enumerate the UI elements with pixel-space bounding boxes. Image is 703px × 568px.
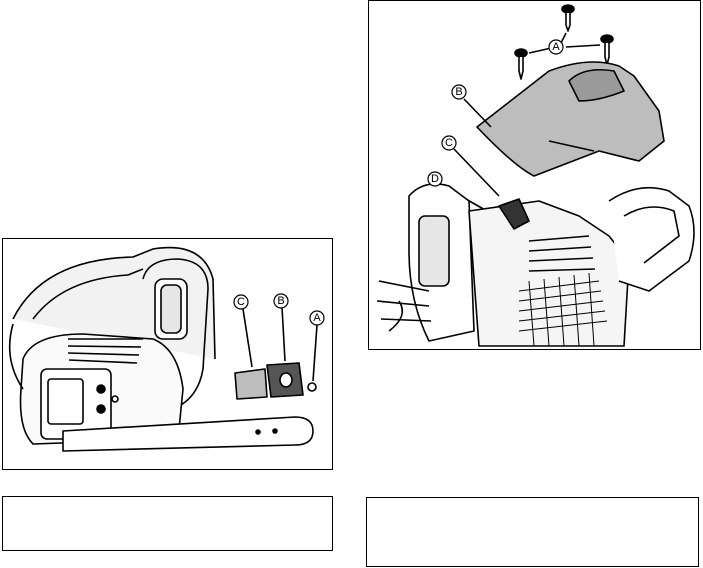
chainsaw-side-illustration: C B A — [3, 239, 334, 471]
callout-c-label: C — [445, 137, 453, 149]
caption-box-left — [2, 496, 333, 551]
callout-a-label: A — [552, 41, 560, 53]
screw-right — [601, 35, 613, 65]
callout-a-label: A — [313, 312, 321, 324]
callout-b-label: B — [277, 295, 284, 307]
caption-box-right — [366, 497, 699, 567]
figure-clutch-parts: C B A — [2, 238, 333, 470]
callout-d-label: D — [431, 173, 439, 185]
figure-top-cover-removal: A B C D — [368, 0, 701, 350]
callout-b-label: B — [455, 86, 462, 98]
screw-top — [562, 5, 574, 31]
screw-left — [515, 49, 527, 79]
chainsaw-cover-illustration: A B C D — [369, 1, 702, 351]
callout-c-label: C — [237, 296, 245, 308]
